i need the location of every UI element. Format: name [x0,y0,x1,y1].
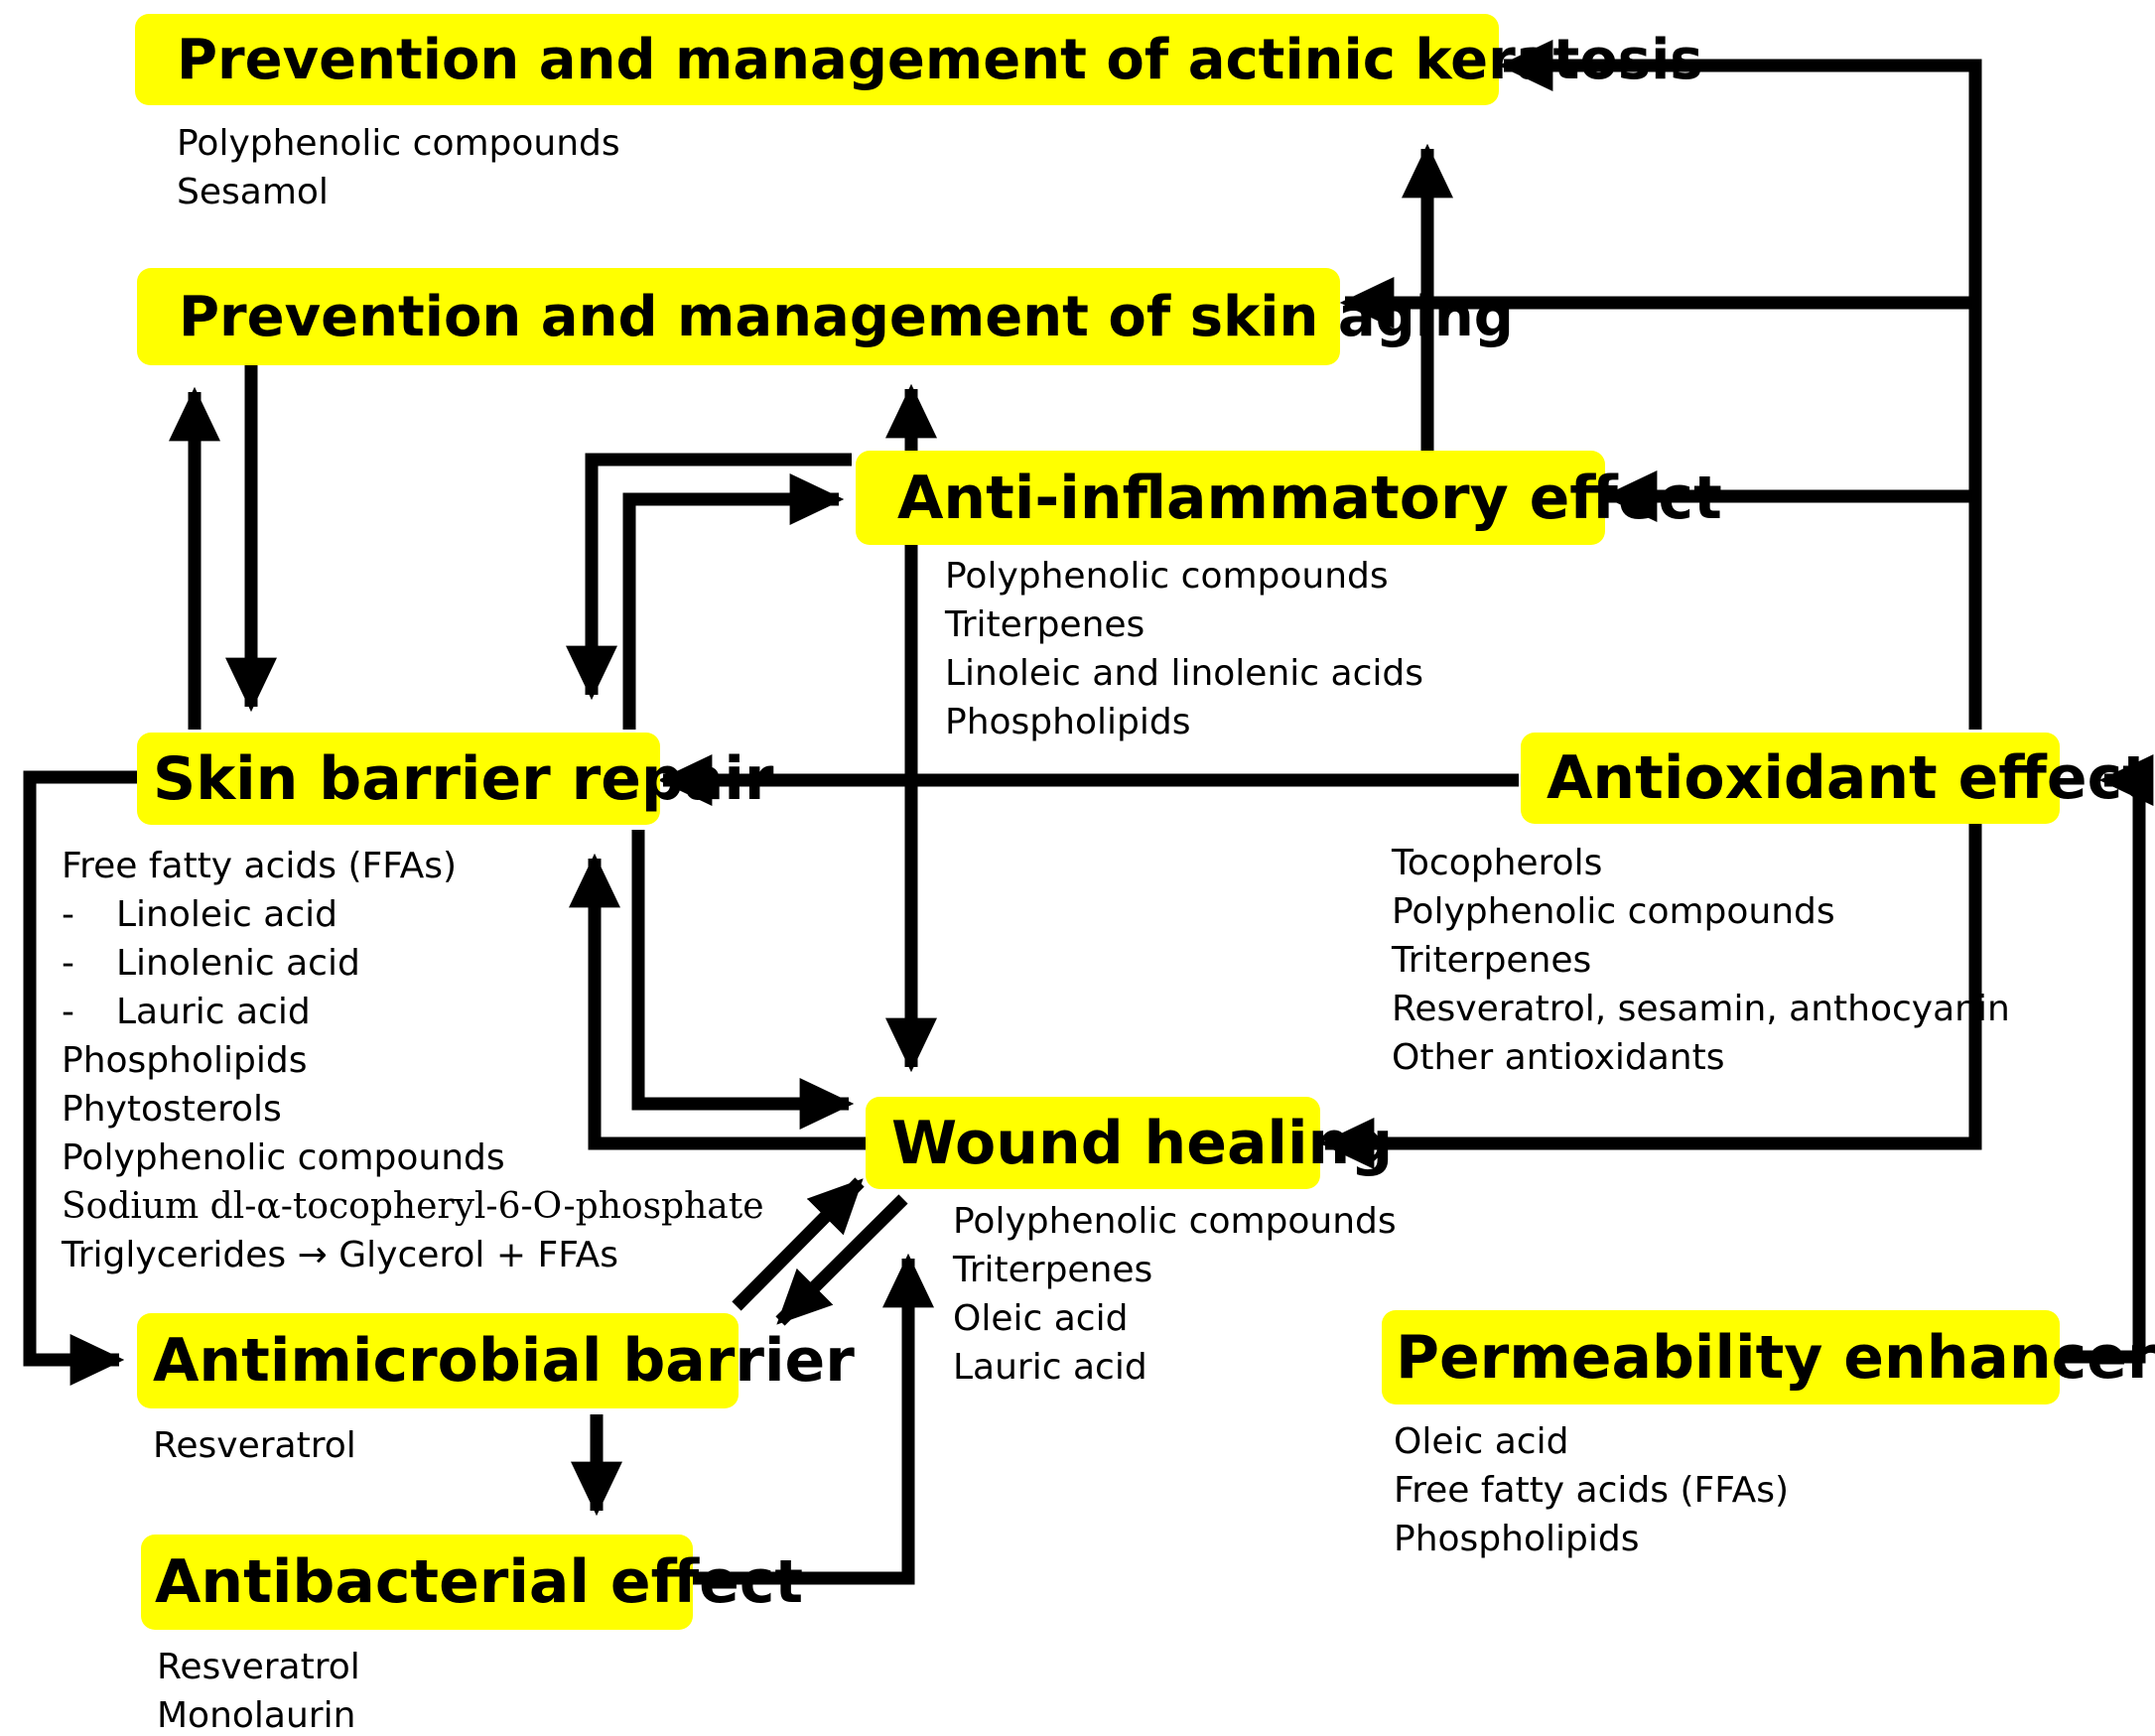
arrow-antimicrobial-to-wound [732,1177,865,1311]
node-antimicrobial-barrier-label: Antimicrobial barrier [153,1326,855,1396]
arrow-antibacterial-to-wound [692,1253,934,1585]
list-item: - Linolenic acid [62,939,764,988]
list-item: Free fatty acids (FFAs) [1394,1470,1790,1511]
list-item: - Linoleic acid [62,890,764,939]
node-antioxidant-effect: Antioxidant effect [1521,733,2151,824]
list-item: Triterpenes [945,604,1145,645]
list-item: Sesamol [177,172,329,212]
node-actinic-keratosis-label: Prevention and management of actinic ker… [177,27,1703,92]
wound-healing-compounds: Polyphenolic compounds Triterpenes Oleic… [953,1197,1397,1392]
node-skin-barrier-repair: Skin barrier repair [137,733,774,825]
node-permeability-enhancers-label: Permeability enhancers [1396,1322,2155,1393]
list-item: Phospholipids [62,1040,308,1081]
list-item-text: Linolenic acid [116,943,360,984]
list-item: Triterpenes [1392,940,1592,981]
list-item: Resveratrol [153,1425,356,1466]
right-arrow-icon: → [297,1235,328,1275]
list-item: Free fatty acids (FFAs) [62,846,458,886]
list-item: Phytosterols [62,1089,282,1130]
node-anti-inflammatory-label: Anti-inflammatory effect [897,463,1722,533]
list-item: Polyphenolic compounds [953,1201,1397,1242]
actinic-keratosis-compounds: Polyphenolic compounds Sesamol [177,119,620,216]
dash-marker: - [62,894,74,935]
node-antibacterial-effect-label: Antibacterial effect [155,1547,804,1617]
arrow-antioxidant-to-wound [1319,820,1982,1169]
list-item: Tocopherols [1392,843,1603,883]
list-item: Monolaurin [157,1695,356,1736]
list-item-text: Lauric acid [116,992,311,1032]
skin-barrier-compounds: Free fatty acids (FFAs) - Linoleic acid -… [62,842,764,1279]
arrow-skin-barrier-to-antiinflammatory [622,473,845,730]
antibacterial-compounds: Resveratrol Monolaurin [157,1643,360,1736]
list-item: Oleic acid [953,1298,1129,1339]
list-item: Sodium dl-α-tocopheryl-6-O-phosphate [62,1186,764,1227]
node-antibacterial-effect: Antibacterial effect [141,1535,803,1630]
list-item: Triterpenes [953,1250,1153,1290]
antimicrobial-compounds: Resveratrol [153,1421,356,1470]
list-item: Triglycerides → Glycerol + FFAs [62,1231,764,1279]
list-item: Polyphenolic compounds [177,123,620,164]
arrow-wound-to-skin-barrier [569,853,867,1150]
arrow-skin-barrier-to-wound [631,830,855,1130]
arrow-antiinflammatory-to-skin-barrier [566,453,852,701]
node-skin-barrier-repair-label: Skin barrier repair [153,743,774,814]
arrow-skin-barrier-to-antimicrobial [23,770,142,1386]
list-item: - Lauric acid [62,988,764,1036]
node-antimicrobial-barrier: Antimicrobial barrier [137,1313,855,1408]
list-item: Polyphenolic compounds [945,556,1389,597]
node-antioxidant-effect-label: Antioxidant effect [1547,743,2151,813]
node-permeability-enhancers: Permeability enhancers [1382,1310,2155,1404]
list-item-text: Linoleic acid [116,894,337,935]
list-item-text: Triglycerides [62,1235,287,1275]
arrow-wound-to-antimicrobial [775,1194,908,1326]
list-item: Phospholipids [1394,1519,1640,1559]
list-item: Linoleic and linolenic acids [945,653,1423,694]
list-item: Resveratrol, sesamin, anthocyanin [1392,989,2010,1029]
list-item: Polyphenolic compounds [62,1137,505,1178]
list-item-text: Glycerol + FFAs [338,1235,618,1275]
arrow-antioxidant-to-actinic [1498,40,1982,730]
list-item: Other antioxidants [1392,1037,1725,1078]
list-item: Oleic acid [1394,1421,1569,1462]
anti-inflammatory-compounds: Polyphenolic compounds Triterpenes Linol… [945,552,1423,746]
dash-marker: - [62,943,74,984]
list-item: Resveratrol [157,1647,360,1687]
node-actinic-keratosis: Prevention and management of actinic ker… [135,14,1703,105]
list-item: Polyphenolic compounds [1392,891,1835,932]
node-skin-aging: Prevention and management of skin aging [137,268,1514,365]
antioxidant-compounds: Tocopherols Polyphenolic compounds Trite… [1392,839,2010,1082]
permeability-compounds: Oleic acid Free fatty acids (FFAs) Phosp… [1394,1417,1789,1563]
dash-marker: - [62,992,74,1032]
node-wound-healing-label: Wound healing [891,1108,1394,1178]
node-wound-healing: Wound healing [866,1097,1393,1189]
list-item: Lauric acid [953,1347,1147,1388]
node-skin-aging-label: Prevention and management of skin aging [179,284,1514,349]
arrow-permeability-to-antioxidant [2053,754,2154,1364]
list-item: Phospholipids [945,702,1191,742]
node-anti-inflammatory: Anti-inflammatory effect [856,451,1722,545]
